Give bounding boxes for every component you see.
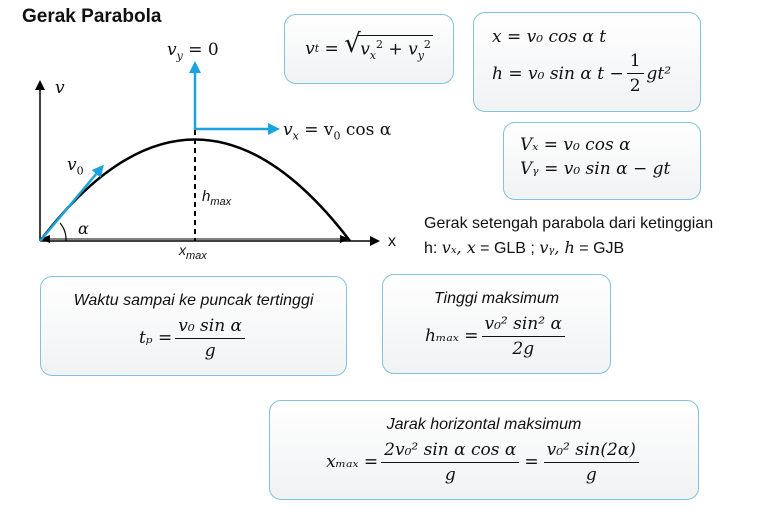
vy-zero-label: vy = 0 xyxy=(167,40,219,63)
vy-equation: Vᵧ = v₀ sin α − gt xyxy=(520,159,671,179)
vx-label: vx = v0 cos α xyxy=(283,120,392,143)
max-height-heading: Tinggi maksimum xyxy=(433,289,560,307)
note-line2: h: vₓ, x = GLB ; vᵧ, h = GJB xyxy=(424,238,625,257)
x-equation: x = v₀ cos α t xyxy=(492,27,607,47)
v0-arrow xyxy=(39,164,104,242)
vx-equation: Vₓ = v₀ cos α xyxy=(520,135,631,155)
v-axis-label: v xyxy=(55,78,65,98)
note-line1: Gerak setengah parabola dari ketinggian xyxy=(424,215,714,232)
page-title: Gerak Parabola xyxy=(22,6,162,27)
peak-time-box: Waktu sampai ke puncak tertinggi tₚ = v₀… xyxy=(40,276,347,376)
peak-time-heading: Waktu sampai ke puncak tertinggi xyxy=(73,291,314,309)
max-range-heading: Jarak horizontal maksimum xyxy=(386,415,582,433)
alpha-arc xyxy=(59,222,67,242)
alpha-label: α xyxy=(78,219,89,238)
sqrt-symbol: √ vx2 + vy2 xyxy=(344,29,433,63)
half-parabola-note: Gerak setengah parabola dari ketinggian … xyxy=(424,212,713,261)
v0-label: v0 xyxy=(67,155,84,178)
velocity-components-box: Vₓ = v₀ cos α Vᵧ = v₀ sin α − gt xyxy=(503,122,701,200)
parabola-diagram xyxy=(35,61,380,246)
xmax-label: xmax xyxy=(179,242,207,262)
x-axis-label: x xyxy=(388,233,396,250)
max-range-box: Jarak horizontal maksimum xₘₐₓ = 2v₀² si… xyxy=(269,400,699,500)
hmax-label: hmax xyxy=(202,188,232,208)
